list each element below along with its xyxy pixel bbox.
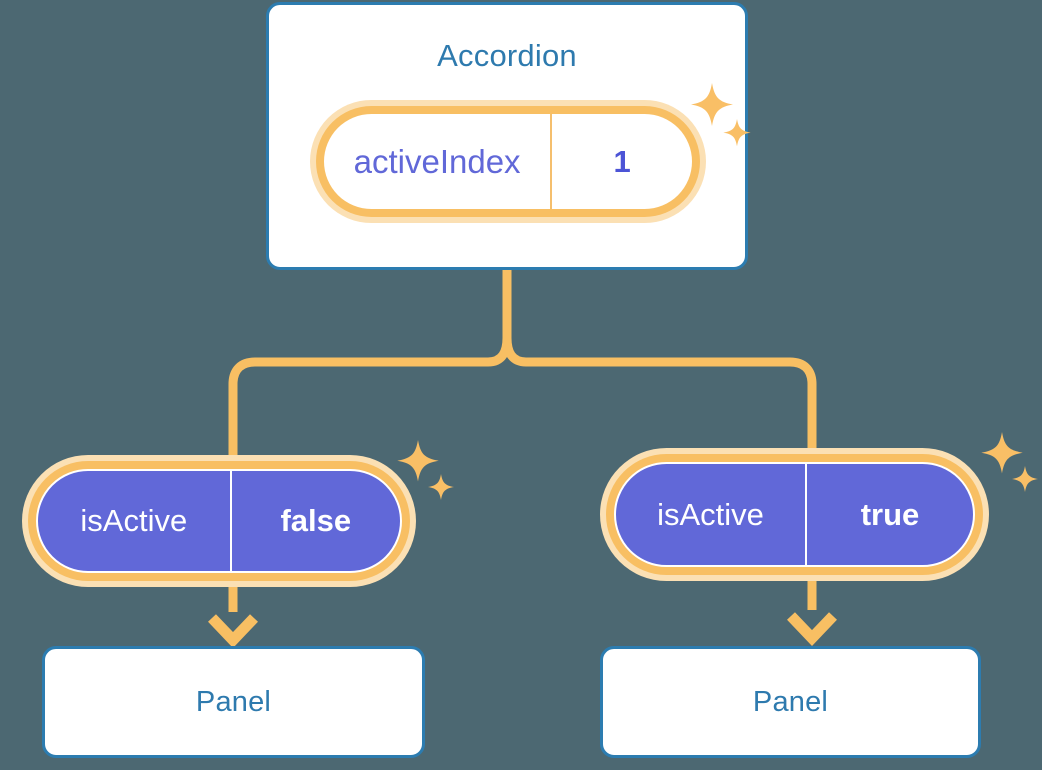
state-key-is-active-left: isActive — [38, 471, 232, 571]
pill-body: isActive false — [36, 469, 402, 573]
state-value-is-active-left: false — [280, 503, 352, 538]
panel-card-right[interactable]: Panel — [600, 646, 981, 758]
state-pill-active-index[interactable]: activeIndex 1 — [310, 100, 706, 223]
connector-trunk-left — [228, 337, 512, 470]
state-key-is-active-right: isActive — [616, 464, 807, 565]
panel-left-title: Panel — [195, 685, 272, 718]
accordion-title: Accordion — [437, 38, 577, 73]
state-key-active-index: activeIndex — [324, 114, 553, 209]
state-pill-is-active-left[interactable]: isActive false — [22, 455, 416, 587]
panel-card-left[interactable]: Panel — [42, 646, 425, 758]
panel-right-title: Panel — [752, 685, 829, 718]
pill-ring: isActive true — [606, 454, 983, 575]
pill-body: isActive true — [614, 462, 975, 567]
connector-trunk — [502, 270, 817, 470]
pill-body: activeIndex 1 — [324, 114, 692, 209]
state-pill-is-active-right[interactable]: isActive true — [600, 448, 989, 581]
state-value-is-active-right: true — [860, 496, 920, 532]
arrow-down-icon — [208, 614, 258, 648]
pill-ring: isActive false — [28, 461, 410, 581]
arrow-down-icon — [787, 612, 837, 646]
pill-ring: activeIndex 1 — [316, 106, 700, 217]
state-value-active-index: 1 — [613, 143, 631, 179]
